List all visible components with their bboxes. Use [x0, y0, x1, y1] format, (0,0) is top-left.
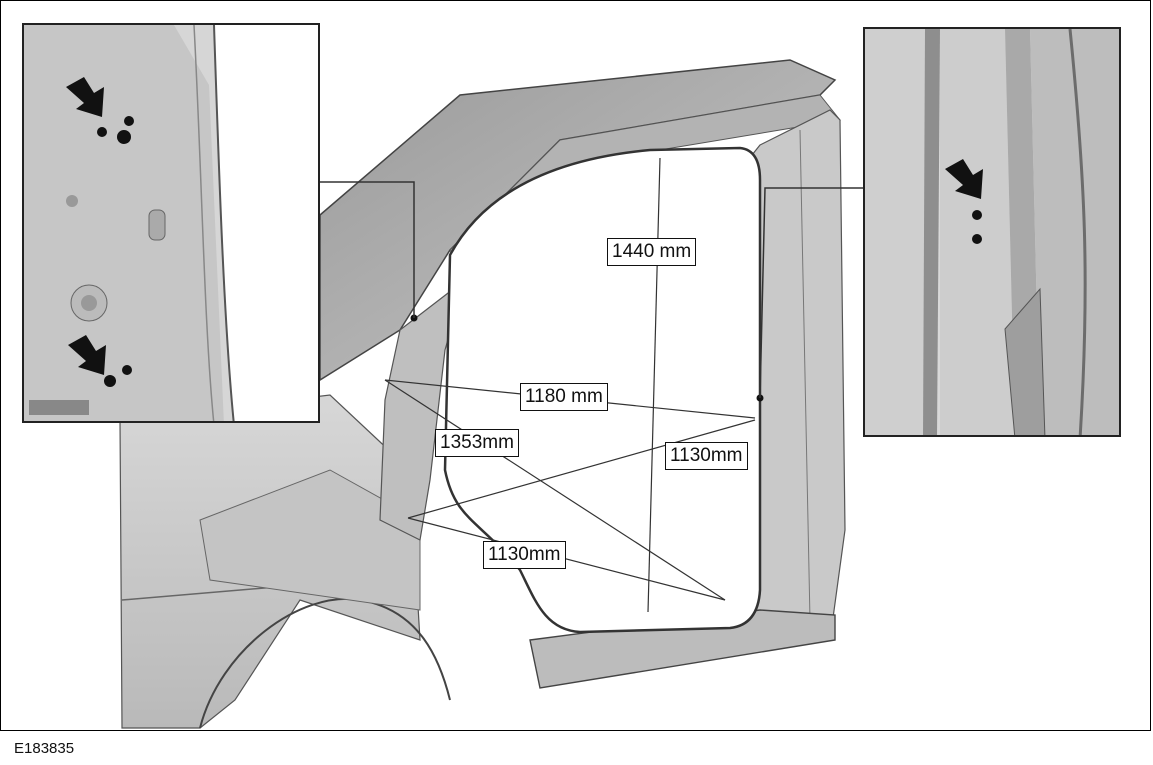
arrow-icon: [68, 335, 106, 375]
inset-right-detail: [865, 29, 1119, 435]
hole-icon: [104, 375, 116, 387]
dimension-label-1130-lower: 1130mm: [483, 541, 566, 569]
hole-icon: [124, 116, 134, 126]
detail-inset-left: [22, 23, 320, 423]
figure-id: E183835: [14, 740, 75, 757]
hole-icon: [117, 130, 131, 144]
inset-left-detail: [24, 25, 318, 421]
fender-inner: [199, 469, 421, 611]
hole-icon: [97, 127, 107, 137]
figure-frame: [0, 0, 1151, 731]
arrow-icon: [66, 77, 104, 117]
dimension-label-1180: 1180 mm: [520, 383, 608, 411]
b-pillar-edge: [799, 129, 811, 621]
arrow-icon: [945, 159, 983, 199]
dimension-label-1353: 1353mm: [435, 429, 519, 457]
hole-icon: [972, 234, 982, 244]
detail-inset-right: [863, 27, 1121, 437]
inset-leader-lines: [318, 181, 865, 399]
dimension-label-1130-right: 1130mm: [665, 442, 748, 470]
hole-icon: [972, 210, 982, 220]
dimension-lines: [384, 157, 756, 613]
hole-icon: [122, 365, 132, 375]
dimension-label-1440: 1440 mm: [607, 238, 697, 266]
